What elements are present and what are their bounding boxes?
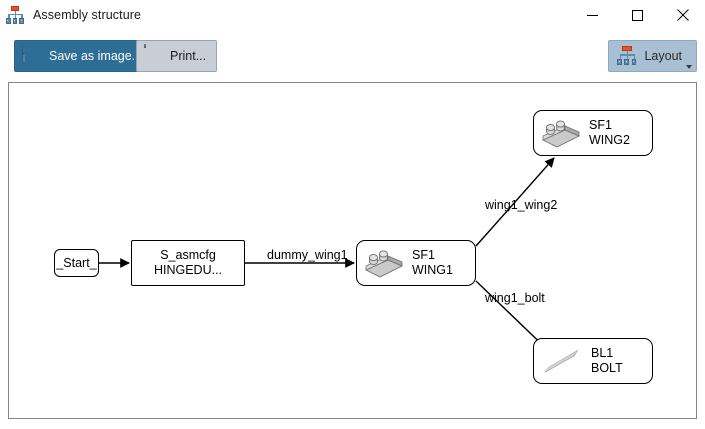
graph-node-bolt[interactable]: BL1 BOLT (533, 338, 653, 384)
graph-node-wing1-line2: WING1 (412, 263, 453, 277)
graph-node-wing1[interactable]: SF1 WING1 (356, 240, 476, 286)
surface-feature-icon (541, 118, 581, 148)
window-title: Assembly structure (33, 8, 142, 22)
bolt-icon (541, 346, 583, 376)
graph-node-bolt-line2: BOLT (591, 361, 623, 375)
floppy-disk-icon (22, 45, 42, 66)
close-icon[interactable] (660, 0, 705, 30)
edge-label-wing1-bolt: wing1_bolt (485, 291, 545, 305)
graph-node-wing2-line1: SF1 (589, 118, 612, 132)
maximize-icon[interactable] (615, 0, 660, 30)
graph-node-asmcfg[interactable]: S_asmcfg HINGEDU... (131, 240, 245, 286)
graph-node-wing1-line1: SF1 (412, 248, 435, 262)
minimize-icon[interactable] (570, 0, 615, 30)
diagram-canvas[interactable]: _Start_ S_asmcfg HINGEDU... SF1 WING1 (8, 82, 697, 419)
edge-label-dummy-wing1: dummy_wing1 (267, 248, 348, 262)
save-as-image-button[interactable]: Save as image... (14, 40, 154, 72)
window-controls (570, 0, 705, 30)
graph-node-asmcfg-line2: HINGEDU... (153, 263, 223, 277)
hierarchy-icon (617, 46, 637, 66)
print-button[interactable]: Print... (136, 40, 218, 72)
edge-label-wing1-wing2: wing1_wing2 (485, 198, 558, 212)
printer-icon (144, 44, 164, 66)
toolbar: Save as image... Print... (0, 30, 705, 82)
graph-node-bolt-line1: BL1 (591, 346, 614, 360)
edge-wing1-wing2 (475, 157, 555, 247)
layout-button[interactable]: Layout (608, 40, 697, 72)
graph-node-start[interactable]: _Start_ (54, 249, 99, 277)
chevron-down-icon[interactable] (686, 65, 692, 69)
graph-node-wing2-line2: WING2 (589, 133, 630, 147)
hierarchy-icon (6, 6, 24, 24)
title-bar: Assembly structure (0, 0, 705, 30)
graph-node-asmcfg-line1: S_asmcfg (160, 248, 216, 262)
graph-node-start-label: _Start_ (56, 255, 97, 270)
print-label: Print... (170, 49, 207, 63)
layout-label: Layout (644, 49, 682, 63)
surface-feature-icon (364, 248, 404, 278)
save-as-image-label: Save as image... (49, 49, 143, 63)
graph-node-wing2[interactable]: SF1 WING2 (533, 110, 653, 156)
